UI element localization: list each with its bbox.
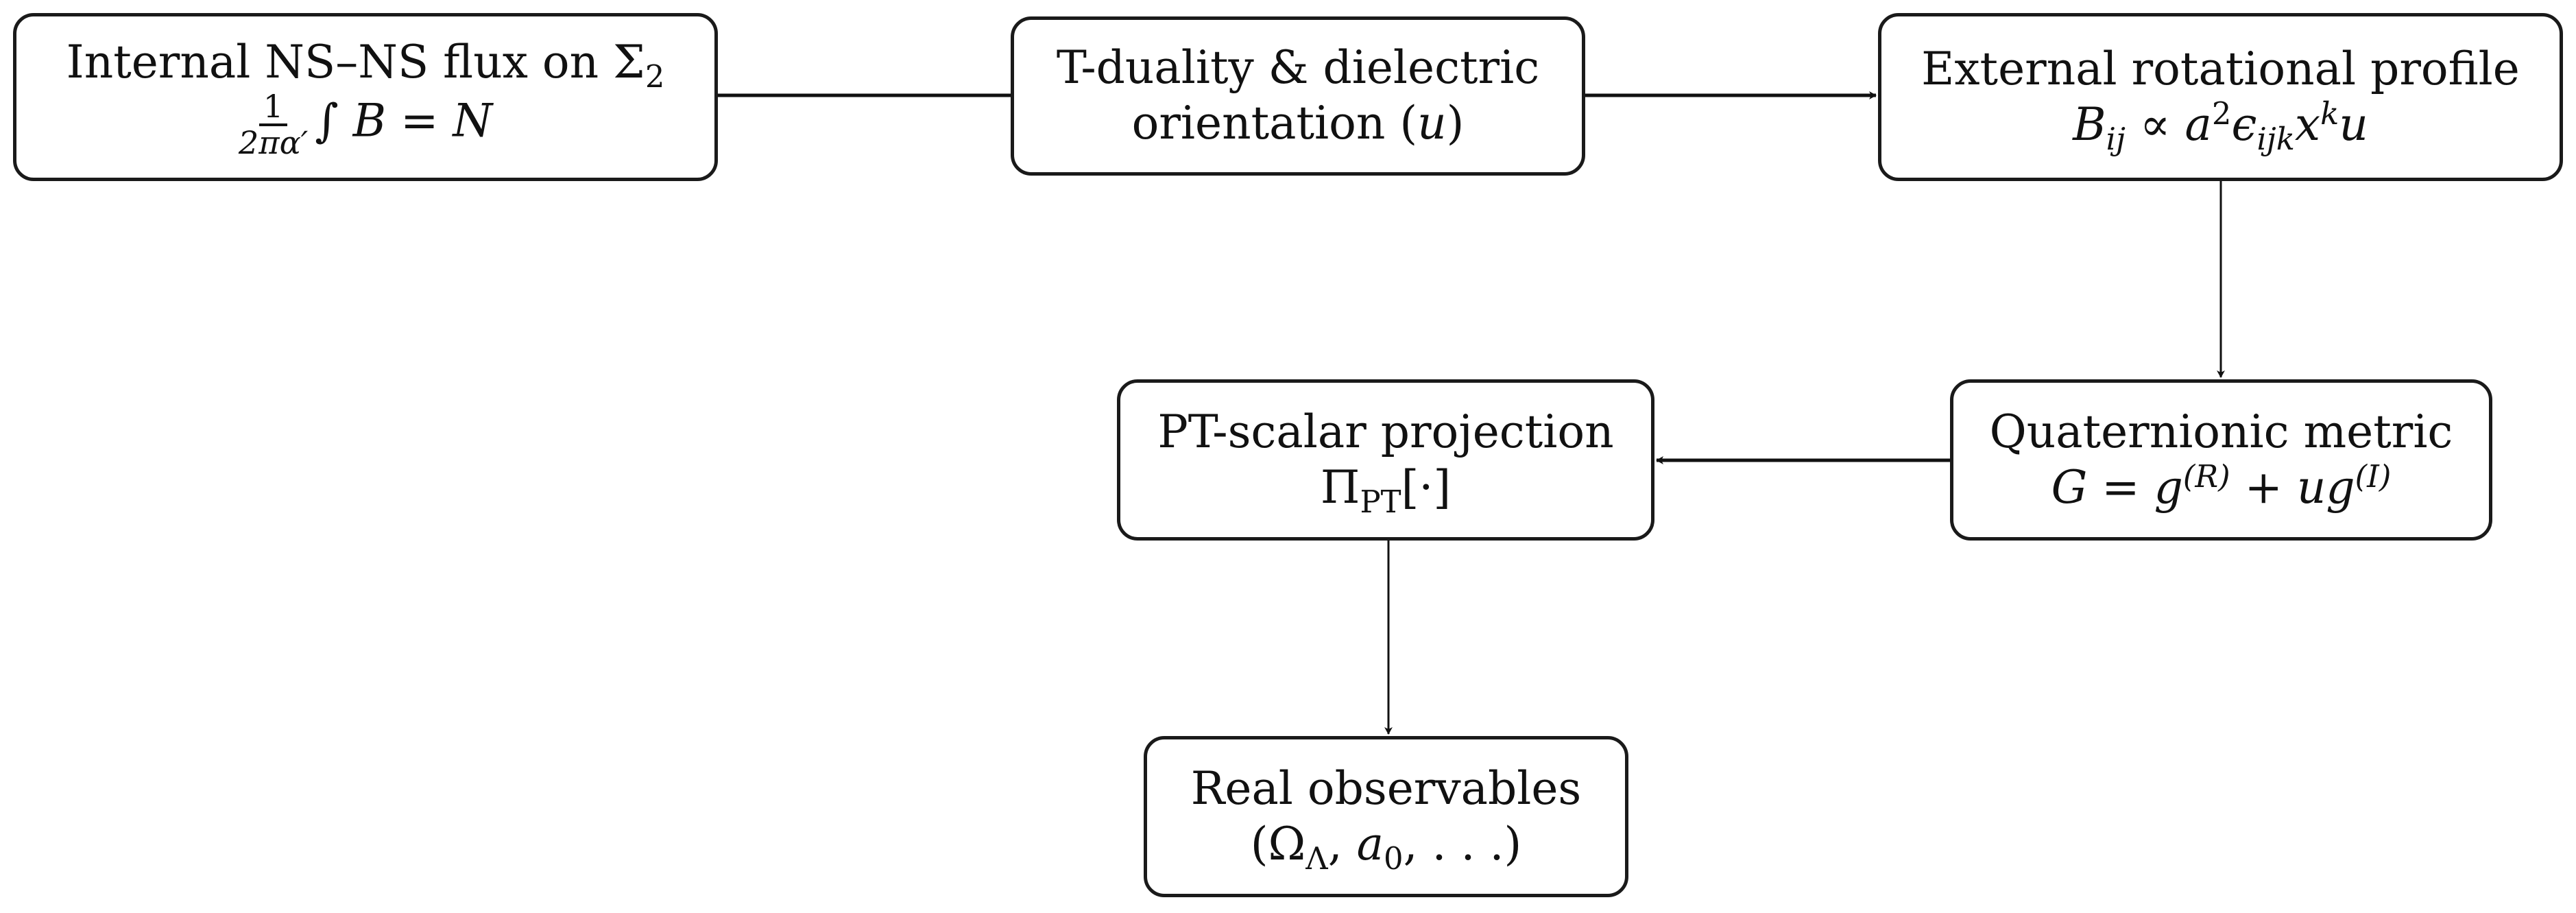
var-B: B [2073, 97, 2106, 151]
node-quaternionic-metric: Quaternionic metric G = g(R) + ug(I) [1950, 379, 2492, 541]
node-title: Internal NS–NS flux on Σ2 [66, 35, 665, 92]
sigma-subscript: 2 [645, 58, 665, 95]
tduality-line1: T-duality & dielectric [1056, 41, 1540, 95]
pi-symbol: Π [1320, 460, 1360, 514]
projection-operator: ΠPT[·] [1320, 460, 1452, 517]
equals: = [386, 94, 453, 147]
var-g: g [2154, 460, 2183, 514]
equals: = [2087, 460, 2154, 514]
tduality-line2-wrap: orientation (u) [1132, 96, 1465, 152]
var-epsilon: ϵ [2231, 97, 2257, 151]
var-x: x [2294, 97, 2321, 151]
var-u: u [2339, 97, 2368, 151]
node-real-observables: Real observables (ΩΛ, a0, . . .) [1144, 736, 1628, 897]
var-u: u [1417, 97, 1447, 150]
close-paren: ) [1446, 97, 1465, 150]
var-a: a [1356, 817, 1384, 870]
ellipsis: , . . .) [1403, 817, 1522, 870]
var-G: G [2051, 460, 2088, 514]
projection-title: PT-scalar projection [1157, 405, 1614, 458]
omega: (Ω [1250, 817, 1306, 870]
sup-k: k [2320, 95, 2339, 132]
fraction-numerator: 1 [258, 90, 288, 126]
var-N: N [453, 94, 493, 147]
var-B: B [352, 94, 387, 147]
node-pt-projection: PT-scalar projection ΠPT[·] [1117, 379, 1654, 541]
var-g: g [2326, 460, 2355, 514]
observables-list: (ΩΛ, a0, . . .) [1250, 817, 1522, 874]
sub-lambda: Λ [1305, 840, 1328, 877]
sub-ijk: ijk [2256, 120, 2295, 157]
quaternionic-title: Quaternionic metric [1989, 405, 2453, 458]
metric-equation: G = g(R) + ug(I) [2051, 460, 2392, 516]
argument: [·] [1401, 460, 1452, 514]
external-equation: Bij ∝ a2ϵijkxku [2073, 95, 2368, 154]
tduality-line2: orientation ( [1131, 97, 1418, 150]
observables-title: Real observables [1190, 761, 1582, 815]
var-a: a [2184, 97, 2212, 151]
plus: + [2230, 460, 2297, 514]
sup-I: (I) [2355, 458, 2392, 495]
integral-sign: ∫ [315, 94, 339, 147]
sub-ij: ij [2106, 120, 2126, 157]
node-external-profile: External rotational profile Bij ∝ a2ϵijk… [1878, 13, 2563, 181]
sub-0: 0 [1384, 840, 1404, 877]
var-u: u [2296, 460, 2326, 514]
sup-R: (R) [2182, 458, 2230, 495]
sub-PT: PT [1360, 483, 1401, 520]
fraction-denominator: 2πα′ [238, 123, 309, 161]
flux-title: Internal NS–NS flux on Σ [66, 35, 645, 88]
comma: , [1327, 817, 1357, 870]
sup-2: 2 [2211, 95, 2232, 132]
external-title: External rotational profile [1921, 42, 2520, 95]
proportional: ∝ [2125, 97, 2185, 151]
node-t-duality: T-duality & dielectric orientation (u) [1011, 16, 1585, 176]
